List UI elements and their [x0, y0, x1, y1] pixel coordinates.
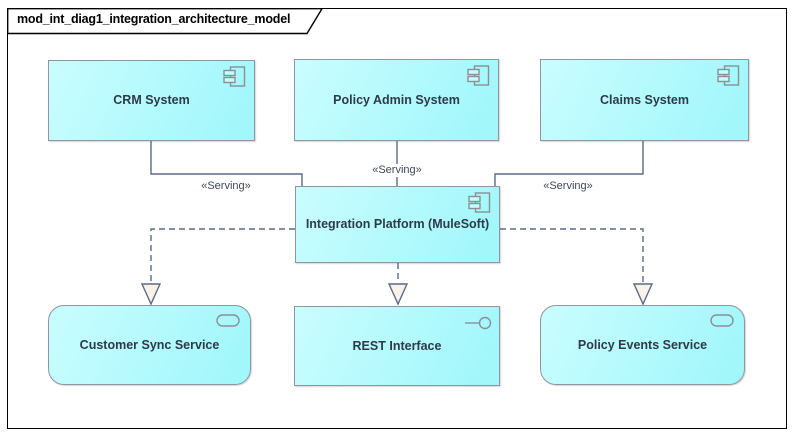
interface-lollipop-icon	[464, 316, 492, 330]
component-icon	[468, 192, 492, 214]
node-customer-sync-service[interactable]: Customer Sync Service	[48, 305, 251, 385]
node-label: Claims System	[600, 92, 689, 107]
component-icon	[717, 65, 741, 87]
component-icon	[467, 65, 491, 87]
edge-label-serving-policy-admin: «Serving»	[352, 164, 442, 177]
node-label: Integration Platform (MuleSoft)	[305, 217, 490, 232]
node-rest-interface[interactable]: REST Interface	[294, 306, 500, 386]
open-triangle-arrowhead	[387, 283, 409, 306]
service-icon	[216, 314, 240, 328]
node-label: CRM System	[113, 93, 190, 108]
node-label: Customer Sync Service	[79, 337, 220, 352]
node-label: REST Interface	[352, 338, 442, 353]
open-triangle-arrowhead	[632, 283, 654, 306]
connector-realize-policy-events[interactable]	[500, 228, 644, 283]
frame-title-tab	[7, 8, 324, 35]
node-label: Policy Admin System	[333, 92, 460, 107]
node-policy-admin-system[interactable]: Policy Admin System	[294, 59, 499, 141]
node-claims-system[interactable]: Claims System	[540, 59, 749, 141]
connector-realize-customer-sync[interactable]	[150, 228, 295, 283]
connector-claims-serving[interactable]	[494, 141, 644, 186]
component-icon	[223, 66, 247, 88]
node-crm-system[interactable]: CRM System	[48, 60, 255, 141]
connector-crm-serving[interactable]	[150, 141, 303, 186]
edge-label-serving-crm: «Serving»	[181, 180, 271, 193]
frame-title: mod_int_diag1_integration_architecture_m…	[17, 12, 291, 26]
service-icon	[710, 314, 734, 328]
open-triangle-arrowhead	[140, 283, 162, 306]
node-policy-events-service[interactable]: Policy Events Service	[540, 305, 745, 385]
node-integration-platform[interactable]: Integration Platform (MuleSoft)	[295, 186, 500, 263]
node-label: Policy Events Service	[577, 337, 708, 352]
edge-label-serving-claims: «Serving»	[523, 180, 613, 193]
